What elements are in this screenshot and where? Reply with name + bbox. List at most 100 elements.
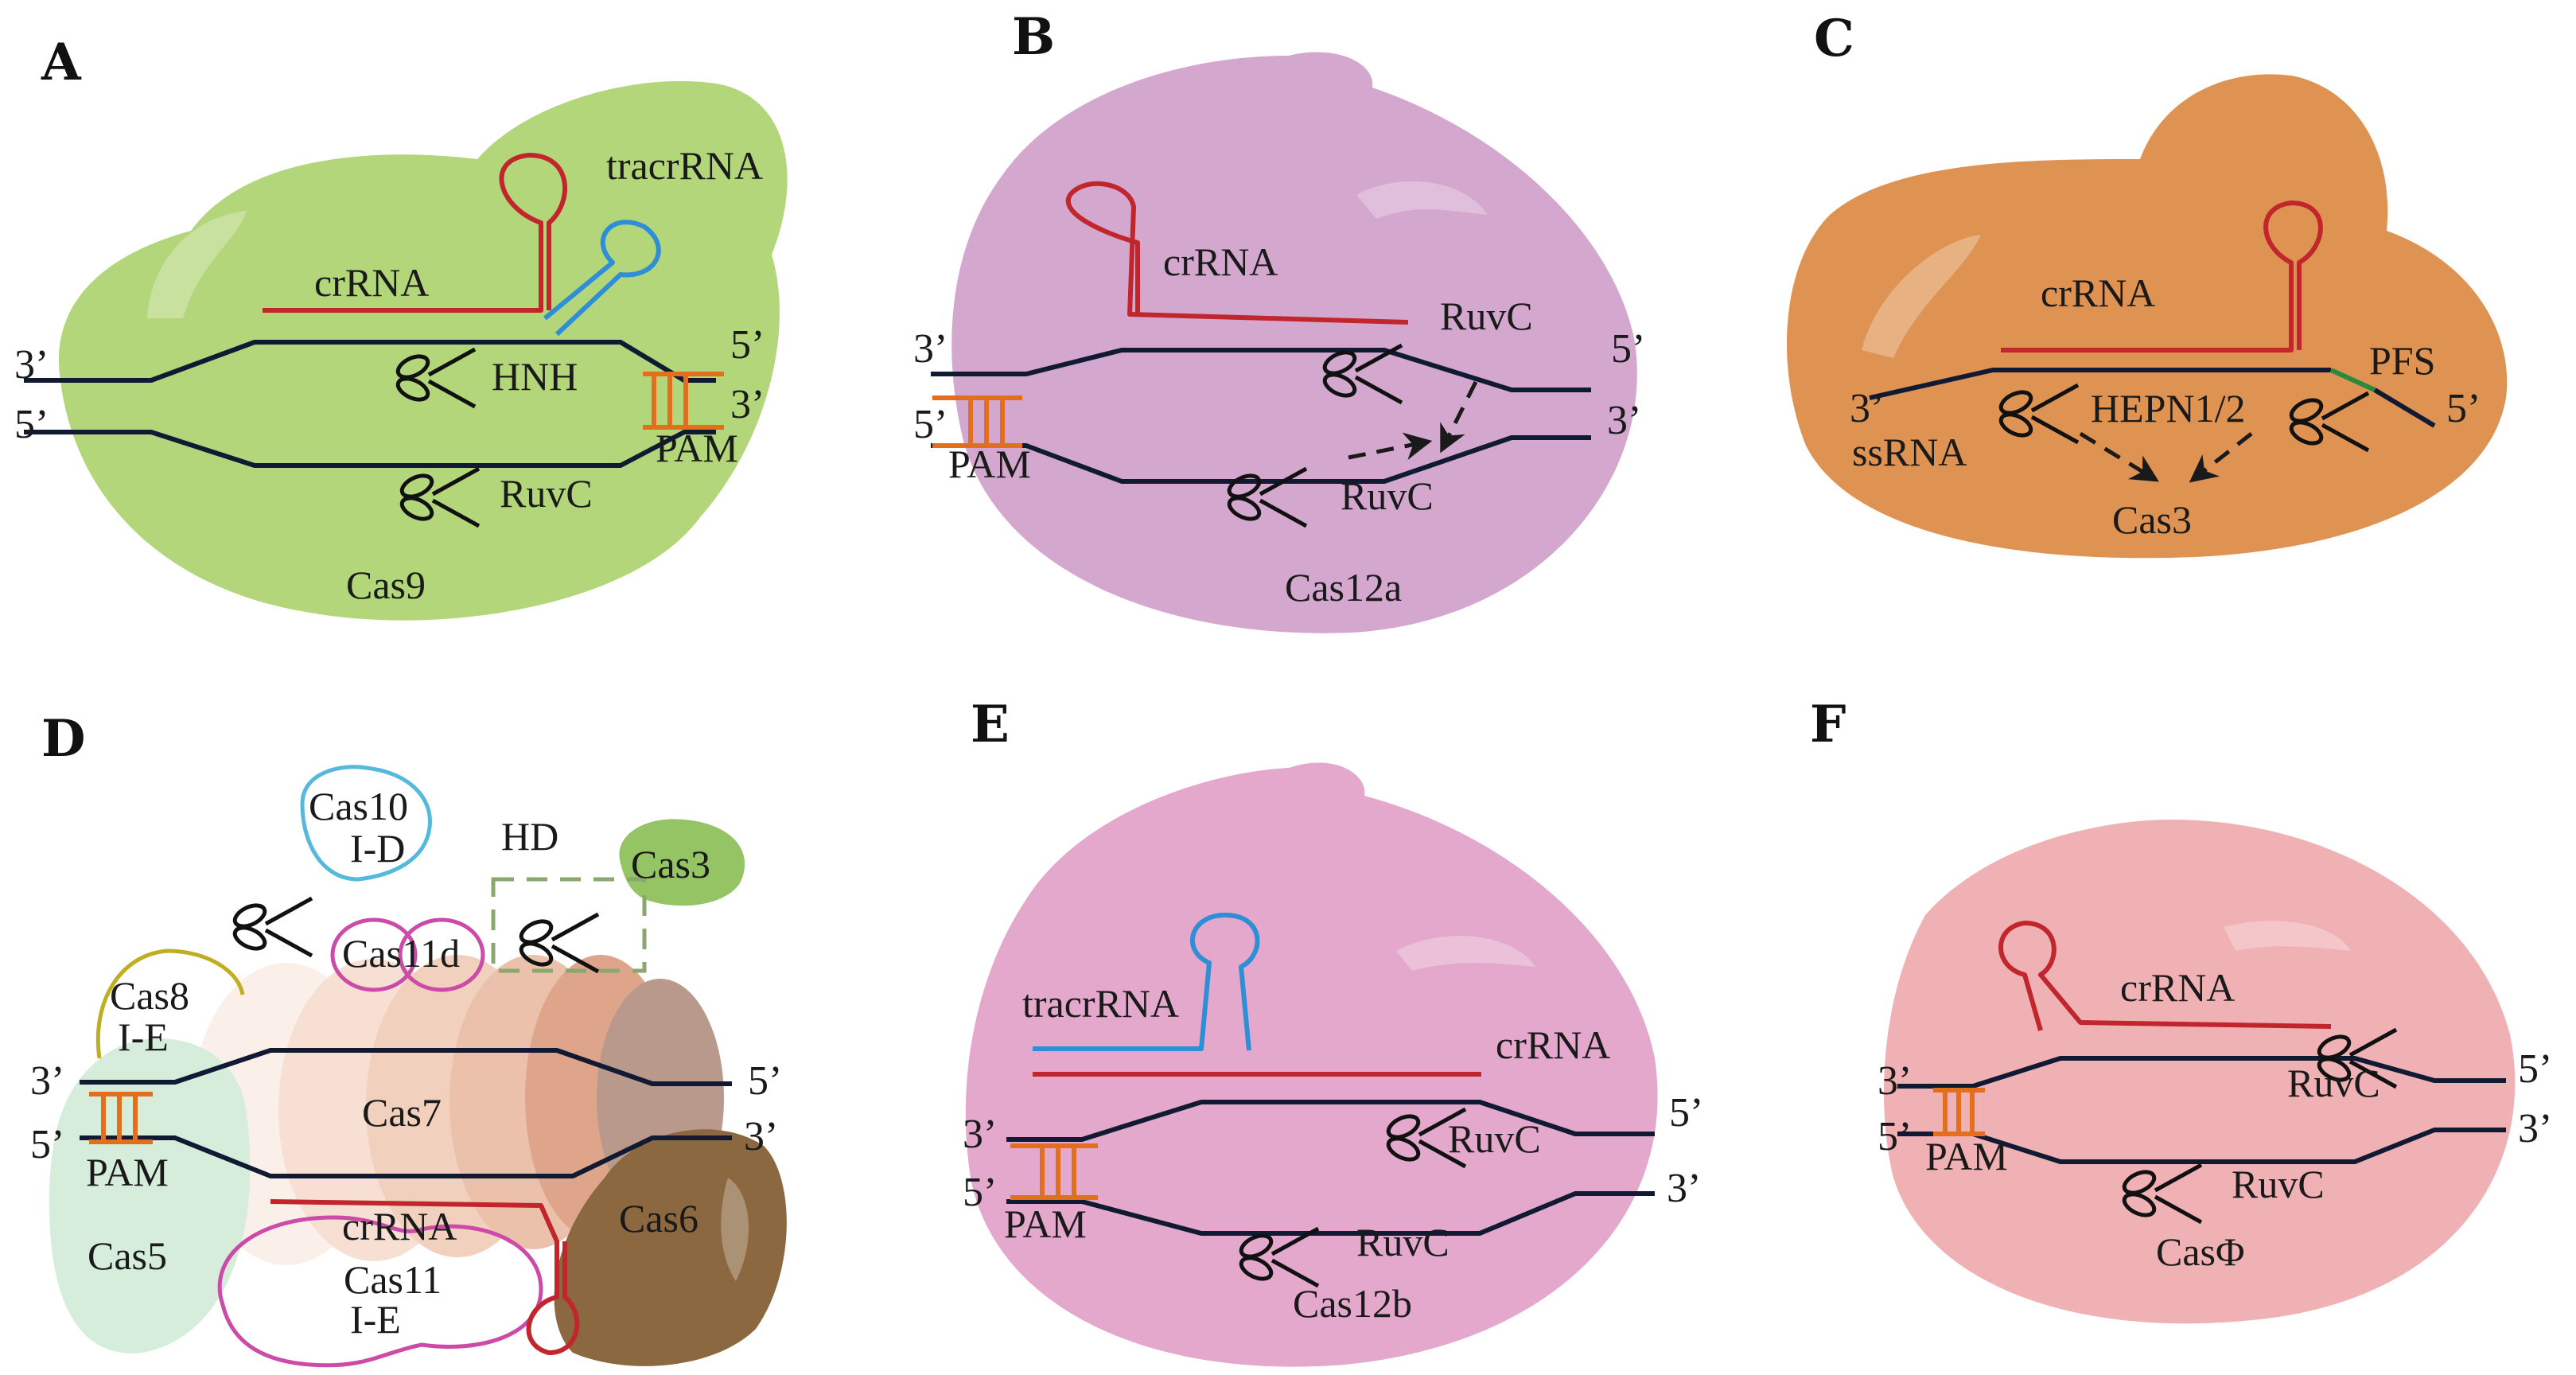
cas11-sub-label: I-E [350,1297,401,1342]
casphi-ruvc-top-label: RuvC [2287,1061,2380,1105]
cas11-outline [217,1215,543,1368]
cas12b-pam-rungs [1010,1143,1098,1200]
cas8-label: Cas8 [110,973,189,1018]
cas3-small-subunit [619,819,745,906]
cas9-tracrrna [543,220,661,337]
cas5-subunit [49,1038,251,1354]
casphi-pam-label: PAM [1925,1134,2008,1178]
complex-dna-top-strand [80,1048,732,1086]
casphi-end-top-left: 3’ [1878,1058,1912,1104]
cas12b-end-bottom-right: 3’ [1667,1166,1701,1211]
complex-end-top-left: 3’ [30,1058,64,1104]
cas12b-ruvc-bottom-label: RuvC [1356,1220,1449,1264]
cas12b-end-bottom-left: 5’ [963,1170,997,1215]
complex-pam-label: PAM [86,1150,169,1194]
cas9-pam-label: PAM [656,426,738,470]
complex-pam-rungs [89,1092,153,1144]
complex-end-bottom-right: 3’ [744,1114,778,1159]
casphi-end-bottom-left: 5’ [1878,1114,1912,1159]
hd-domain-box [491,877,647,973]
cas12a-crrna [1065,181,1409,325]
cas3-protein-label: Cas3 [2112,497,2192,542]
cas9-dna-top-strand [24,340,716,383]
cas12b-crrna-label: crRNA [1496,1022,1610,1067]
casphi-ruvc-bottom-label: RuvC [2232,1162,2325,1206]
cas10-sub-label: I-D [350,826,405,871]
cas11d-label: Cas11d [342,931,460,976]
panel-a: A crRNA tracrRNA HNH RuvC PAM Cas9 3’ 5’… [14,33,788,621]
panel-f: F crRNA RuvC RuvC PAM CasΦ 3’ 5’ 5’ 3’ [1810,695,2552,1324]
cas12a-pam-label: PAM [948,442,1031,486]
cas9-end-bottom-right: 3’ [730,382,765,427]
cas12b-dna-top-strand [1006,1100,1655,1142]
complex-end-bottom-left: 5’ [30,1122,64,1167]
cas12a-end-top-left: 3’ [913,326,948,372]
cas3-end-right: 5’ [2446,386,2481,431]
cas3-small-label: Cas3 [631,842,710,886]
panel-d: D [30,709,787,1368]
cas11d-outline-left [330,917,418,992]
cas9-crrna-label: crRNA [314,260,429,305]
casphi-shine [2224,921,2351,951]
cas3-shine [1862,235,1981,358]
cas9-dna-bottom-strand [24,430,716,468]
cas12a-end-bottom-right: 3’ [1607,398,1641,443]
cas3-hepn-label: HEPN1/2 [2091,386,2245,430]
cas7-label: Cas7 [362,1090,442,1135]
cas3-ssrna-strand [1869,368,2331,400]
casphi-end-bottom-right: 3’ [2518,1106,2552,1151]
complex-crrna-label: crRNA [342,1204,457,1248]
cas9-ruvc-label: RuvC [500,471,593,516]
cas3-ssrna-tail [2373,388,2436,428]
cas9-body [58,80,788,621]
cas3-ssrna-label: ssRNA [1852,430,1967,474]
cas10-scissors-icon [232,898,312,956]
cas11-label: Cas11 [344,1257,442,1302]
casphi-body [1884,820,2516,1324]
cas12a-protein-label: Cas12a [1285,565,1402,610]
casphi-pam-rungs [1933,1088,1985,1136]
cas12a-pam-rungs [932,395,1022,448]
cas9-end-top-right: 5’ [730,322,765,368]
complex-end-top-right: 5’ [748,1058,782,1104]
cas9-crrna [263,153,567,313]
complex-crrna [270,1199,580,1355]
cas12a-arrow-down [1440,380,1478,454]
cas12b-end-top-left: 3’ [963,1112,997,1157]
cas6-label: Cas6 [619,1196,698,1241]
cas9-hnh-label: HNH [492,354,578,399]
cas3-crrna-label: crRNA [2041,271,2155,315]
casphi-protein-label: CasΦ [2156,1229,2245,1274]
cas10-label: Cas10 [309,784,408,828]
cas9-tracrrna-label: tracrRNA [606,143,763,188]
hd-label: HD [501,814,558,859]
cas9-protein-label: Cas9 [346,563,426,607]
cas12a-end-bottom-left: 5’ [913,402,948,447]
panel-b: B crRNA RuvC RuvC PAM Cas12a 3’ 5’ 5’ 3’ [913,7,1645,633]
cas12a-end-top-right: 5’ [1611,326,1645,372]
cas12b-pam-label: PAM [1004,1202,1087,1246]
cas12a-crrna-label: crRNA [1163,240,1278,284]
cas9-end-top-left: 3’ [14,342,49,388]
panel-f-letter: F [1810,695,1846,754]
panel-d-letter: D [41,709,86,769]
cas3-arrow-left [2079,431,2159,482]
cas3-pfs-segment [2329,368,2376,392]
cas9-end-bottom-left: 5’ [14,402,49,447]
cas12a-body [951,52,1637,633]
cas5-label: Cas5 [88,1233,167,1278]
panel-c-letter: C [1814,9,1854,68]
cas12a-dna-top-strand [931,348,1591,392]
cas8-outline [95,948,245,1059]
cas12b-ruvc-top-label: RuvC [1448,1116,1541,1161]
cas9-shine [147,211,247,318]
cas3-arrow-right [2189,432,2253,483]
panel-e-letter: E [971,695,1010,754]
cas12b-end-top-right: 5’ [1669,1090,1703,1135]
panel-a-letter: A [41,33,82,92]
cas12b-tracrrna [1033,913,1260,1051]
panel-c: C crRNA PFS HEPN1/2 ssRNA Cas3 3’ 5’ [1787,9,2508,559]
cas3-pfs-label: PFS [2369,338,2435,383]
cas9-pam-rungs [643,372,724,430]
